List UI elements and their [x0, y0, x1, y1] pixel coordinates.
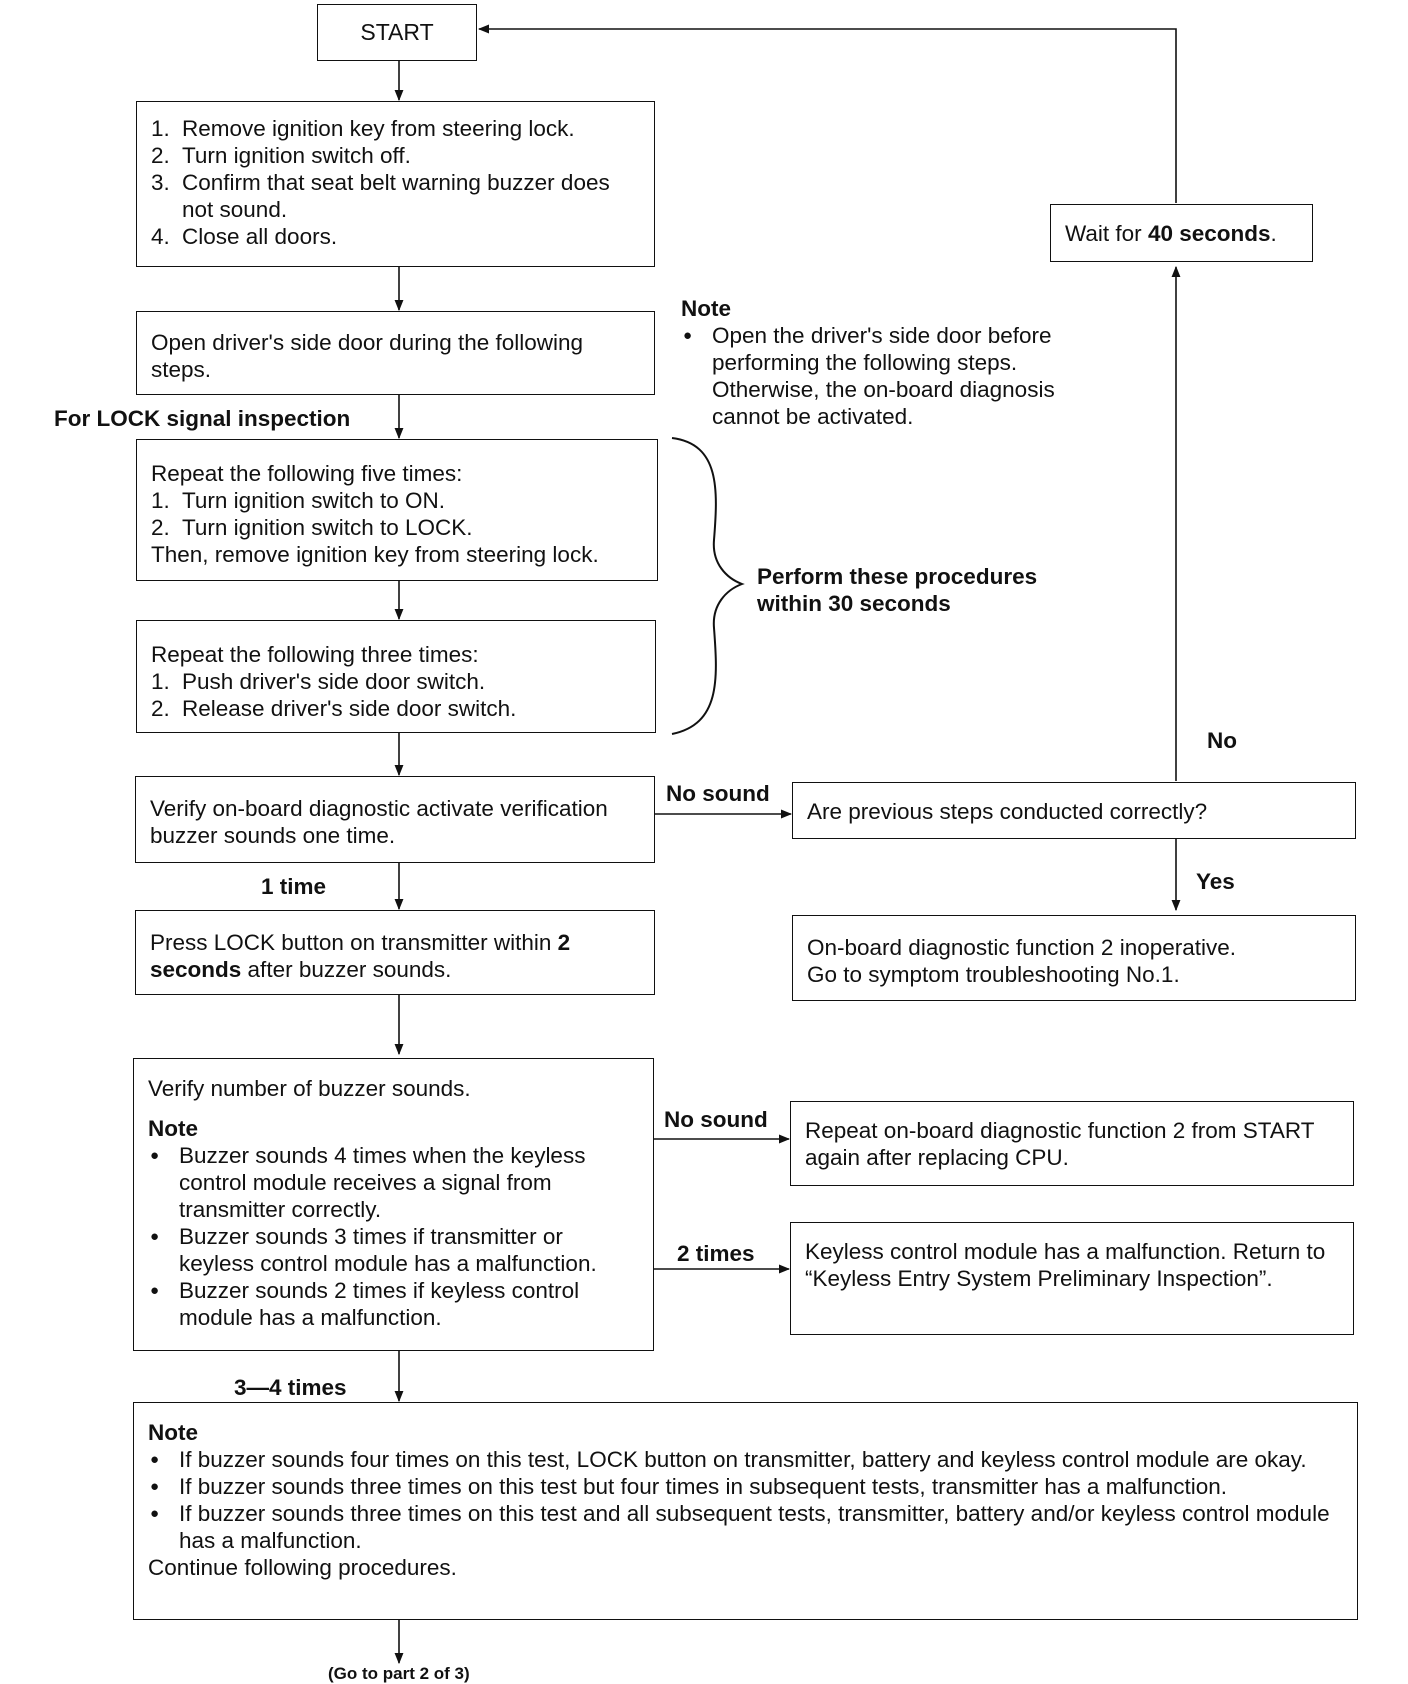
lock-inspection-label: For LOCK signal inspection — [54, 406, 351, 431]
list-item: 1.Push driver's side door switch. — [151, 669, 486, 694]
label-two-times: 2 times — [677, 1241, 755, 1266]
start-label: START — [360, 19, 434, 45]
list-item: 2.Release driver's side door switch. — [151, 696, 517, 721]
check-previous-text: Are previous steps conducted correctly? — [807, 799, 1208, 824]
step-ignition-box: Repeat the following five times: 1.Turn … — [136, 439, 658, 581]
ignition-list: 1.Turn ignition switch to ON. 2.Turn ign… — [151, 487, 643, 541]
malfunction-text: Keyless control module has a malfunction… — [805, 1239, 1326, 1291]
ignition-intro: Repeat the following five times: — [151, 461, 463, 486]
check-previous-box: Are previous steps conducted correctly? — [792, 782, 1356, 839]
wait-text: Wait for 40 seconds. — [1065, 221, 1277, 246]
ignition-outro: Then, remove ignition key from steering … — [151, 542, 599, 567]
step-verify-number-box: Verify number of buzzer sounds. Note Buz… — [133, 1058, 654, 1351]
go-to-next-label: (Go to part 2 of 3) — [328, 1664, 470, 1683]
malfunction-box: Keyless control module has a malfunction… — [790, 1222, 1354, 1335]
verify-number-title: Verify number of buzzer sounds. — [148, 1076, 471, 1101]
list-item: If buzzer sounds four times on this test… — [148, 1446, 1343, 1473]
label-no-sound-1: No sound — [666, 781, 770, 806]
list-item: Buzzer sounds 2 times if keyless control… — [148, 1277, 639, 1331]
list-item: If buzzer sounds three times on this tes… — [148, 1473, 1343, 1500]
note-heading: Note — [148, 1116, 198, 1141]
arrow-wait-to-start — [477, 24, 1177, 203]
list-item: 4.Close all doors. — [151, 224, 338, 249]
brace-label: Perform these procedures within 30 secon… — [757, 564, 1038, 616]
list-item: 2.Turn ignition switch off. — [151, 143, 411, 168]
inoperative-box: On-board diagnostic function 2 inoperati… — [792, 915, 1356, 1001]
verify-activate-text: Verify on-board diagnostic activate veri… — [150, 796, 608, 848]
press-lock-text: Press LOCK button on transmitter within … — [150, 930, 571, 982]
list-item: Open the driver's side door before perfo… — [681, 322, 1101, 430]
prepare-list: 1.Remove ignition key from steering lock… — [151, 115, 640, 250]
open-door-text: Open driver's side door during the follo… — [151, 330, 584, 382]
list-item: 1.Turn ignition switch to ON. — [151, 488, 446, 513]
step-verify-activate-box: Verify on-board diagnostic activate veri… — [135, 776, 655, 863]
list-item: 1.Remove ignition key from steering lock… — [151, 116, 575, 141]
door-switch-list: 1.Push driver's side door switch. 2.Rele… — [151, 668, 641, 722]
step-press-lock-box: Press LOCK button on transmitter within … — [135, 910, 655, 995]
inoperative-line-1: On-board diagnostic function 2 inoperati… — [807, 935, 1237, 960]
note-top-list: Open the driver's side door before perfo… — [681, 322, 1101, 430]
label-no: No — [1207, 728, 1237, 753]
replace-cpu-text: Repeat on-board diagnostic function 2 fr… — [805, 1118, 1315, 1170]
note-top: Note Open the driver's side door before … — [681, 295, 1101, 430]
note-heading: Note — [681, 296, 731, 321]
verify-number-list: Buzzer sounds 4 times when the keyless c… — [148, 1142, 639, 1331]
list-item: Buzzer sounds 3 times if transmitter or … — [148, 1223, 639, 1277]
replace-cpu-box: Repeat on-board diagnostic function 2 fr… — [790, 1101, 1354, 1186]
final-note-list: If buzzer sounds four times on this test… — [148, 1446, 1343, 1554]
note-heading: Note — [148, 1420, 198, 1445]
step-open-door-box: Open driver's side door during the follo… — [136, 311, 655, 395]
inoperative-line-2: Go to symptom troubleshooting No.1. — [807, 962, 1180, 987]
curly-brace — [671, 437, 745, 735]
start-box: START — [317, 4, 477, 61]
final-note-footer: Continue following procedures. — [148, 1555, 457, 1580]
list-item: 2.Turn ignition switch to LOCK. — [151, 515, 473, 540]
door-switch-intro: Repeat the following three times: — [151, 642, 479, 667]
list-item: Buzzer sounds 4 times when the keyless c… — [148, 1142, 639, 1223]
list-item: If buzzer sounds three times on this tes… — [148, 1500, 1343, 1554]
list-item: 3.Confirm that seat belt warning buzzer … — [151, 170, 610, 222]
label-three-four: 3—4 times — [234, 1375, 347, 1400]
label-one-time: 1 time — [261, 874, 327, 899]
step-door-switch-box: Repeat the following three times: 1.Push… — [136, 620, 656, 733]
wait-box: Wait for 40 seconds. — [1050, 204, 1313, 262]
label-yes: Yes — [1196, 869, 1235, 894]
step-prepare-box: 1.Remove ignition key from steering lock… — [136, 101, 655, 267]
label-no-sound-2: No sound — [664, 1107, 768, 1132]
final-note-box: Note If buzzer sounds four times on this… — [133, 1402, 1358, 1620]
